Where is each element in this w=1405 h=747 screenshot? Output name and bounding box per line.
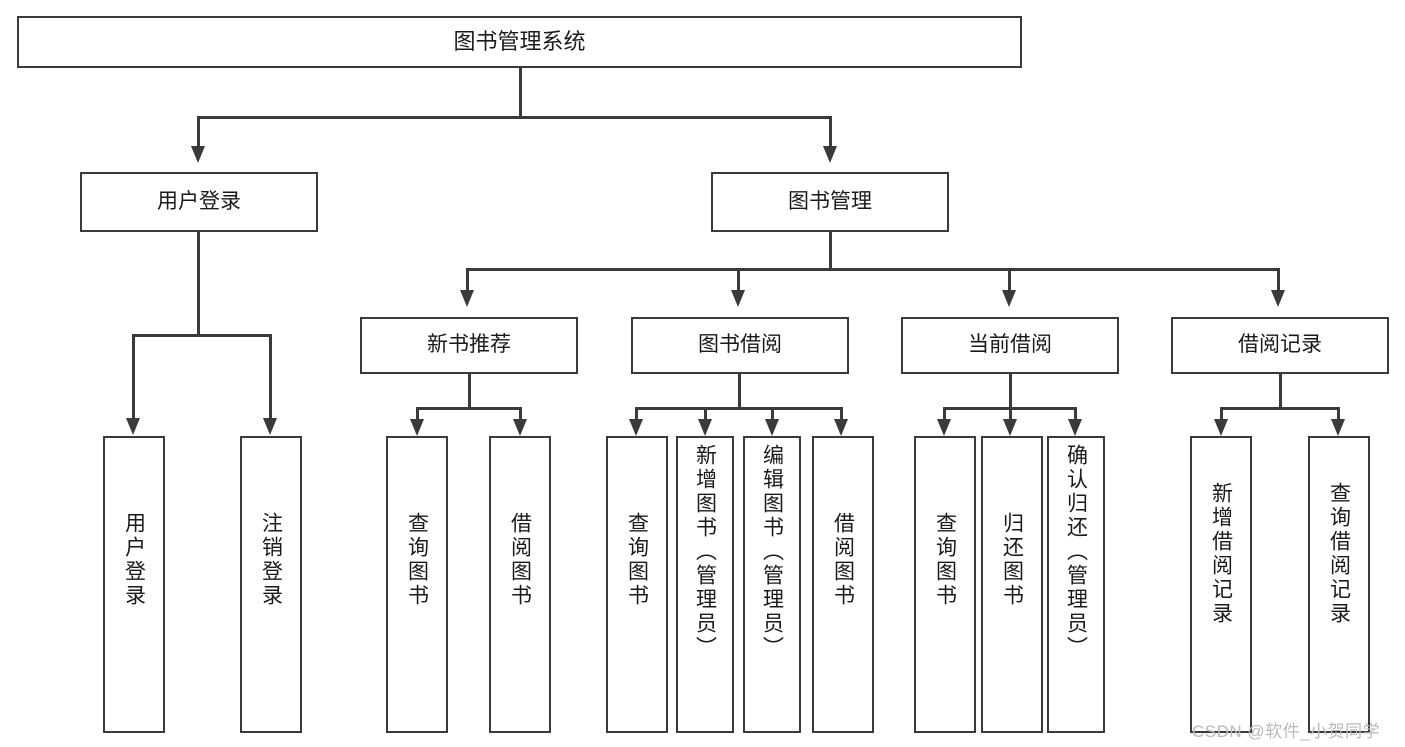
connector-current-borrow-trunk (1009, 374, 1012, 410)
connector-book-borrow-drop-1 (704, 407, 707, 419)
connector-current-borrow-drop-2 (1074, 407, 1077, 419)
node-user-login[interactable]: 用户登录 (80, 172, 318, 232)
node-label: 图书管理系统 (453, 29, 586, 55)
connector-level2-drop-1 (737, 268, 740, 290)
node-label: 编辑图书（管理员） (760, 444, 784, 660)
node-label: 归还图书 (1000, 512, 1024, 608)
node-book-borrow[interactable]: 图书借阅 (631, 317, 849, 374)
connector-borrow-record-drop-0 (1220, 407, 1223, 419)
connector-borrow-record-trunk (1279, 374, 1282, 410)
arrow-borrow-record-leaf-0 (1214, 419, 1228, 436)
arrow-to-user-login-leaf (126, 418, 140, 435)
connector-book-borrow-drop-0 (635, 407, 638, 419)
arrow-to-borrow-record (1271, 290, 1285, 307)
node-label: 查询图书 (625, 512, 649, 608)
node-label: 用户登录 (157, 189, 241, 213)
node-new-book-recommend[interactable]: 新书推荐 (360, 317, 578, 374)
arrow-book-borrow-leaf-0 (629, 419, 643, 436)
connector-user-login-trunk (197, 232, 200, 336)
arrow-to-current-borrow (1002, 290, 1016, 307)
leaf-confirm-return-admin[interactable]: 确认归还（管理员） (1047, 436, 1105, 733)
connector-new-book-drop-1 (519, 407, 522, 419)
leaf-query-book-current[interactable]: 查询图书 (914, 436, 976, 733)
leaf-query-book-new[interactable]: 查询图书 (386, 436, 448, 733)
leaf-query-borrow-record[interactable]: 查询借阅记录 (1308, 436, 1370, 733)
leaf-user-login[interactable]: 用户登录 (103, 436, 165, 733)
connector-borrow-record-drop-1 (1337, 407, 1340, 419)
connector-new-book-drop-0 (416, 407, 419, 419)
connector-level1-drop-0 (197, 116, 200, 146)
connector-book-borrow-drop-2 (771, 407, 774, 419)
connector-level2-bus (466, 268, 1280, 271)
leaf-borrow-book-new[interactable]: 借阅图书 (489, 436, 551, 733)
node-label: 查询图书 (933, 512, 957, 608)
node-label: 用户登录 (122, 512, 146, 608)
node-label: 图书管理 (788, 189, 872, 213)
leaf-add-book-admin[interactable]: 新增图书（管理员） (676, 436, 734, 733)
node-root-system[interactable]: 图书管理系统 (17, 16, 1022, 68)
connector-new-book-bus (416, 407, 522, 410)
arrow-to-new-book (460, 290, 474, 307)
arrow-to-book-manage (823, 146, 837, 163)
node-current-borrow[interactable]: 当前借阅 (901, 317, 1119, 374)
arrow-to-book-borrow (731, 290, 745, 307)
node-borrow-record[interactable]: 借阅记录 (1171, 317, 1389, 374)
connector-user-login-drop-1 (269, 334, 272, 418)
arrow-book-borrow-leaf-3 (834, 419, 848, 436)
connector-level2-drop-2 (1008, 268, 1011, 290)
connector-book-manage-trunk (829, 232, 832, 270)
leaf-borrow-book[interactable]: 借阅图书 (812, 436, 874, 733)
arrow-new-book-leaf-0 (410, 419, 424, 436)
node-label: 注销登录 (259, 512, 283, 608)
arrow-current-borrow-leaf-0 (937, 419, 951, 436)
connector-user-login-drop-0 (132, 334, 135, 418)
arrow-to-user-login (191, 146, 205, 163)
node-label: 新增借阅记录 (1209, 482, 1233, 626)
leaf-add-borrow-record[interactable]: 新增借阅记录 (1190, 436, 1252, 733)
node-label: 当前借阅 (968, 333, 1052, 357)
node-book-manage[interactable]: 图书管理 (711, 172, 949, 232)
connector-current-borrow-drop-0 (943, 407, 946, 419)
arrow-borrow-record-leaf-1 (1331, 419, 1345, 436)
node-label: 查询图书 (405, 512, 429, 608)
csdn-watermark: CSDN @软件_小贺同学 (1192, 722, 1381, 741)
connector-level2-drop-0 (466, 268, 469, 290)
node-label: 查询借阅记录 (1327, 482, 1351, 626)
leaf-return-book[interactable]: 归还图书 (981, 436, 1043, 733)
connector-level1-bus (197, 116, 831, 119)
node-label: 借阅记录 (1238, 333, 1322, 357)
arrow-current-borrow-leaf-1 (1003, 419, 1017, 436)
node-label: 确认归还（管理员） (1064, 444, 1088, 660)
node-label: 借阅图书 (508, 512, 532, 608)
node-label: 新书推荐 (427, 333, 511, 357)
connector-current-borrow-drop-1 (1009, 407, 1012, 419)
node-label: 新增图书（管理员） (693, 444, 717, 660)
leaf-logout[interactable]: 注销登录 (240, 436, 302, 733)
connector-root-trunk (519, 68, 522, 118)
connector-borrow-record-bus (1220, 407, 1340, 410)
connector-new-book-trunk (468, 374, 471, 410)
leaf-edit-book-admin[interactable]: 编辑图书（管理员） (743, 436, 801, 733)
connector-user-login-bus (132, 334, 272, 337)
leaf-query-book-borrow[interactable]: 查询图书 (606, 436, 668, 733)
connector-level1-drop-1 (829, 116, 832, 146)
arrow-to-logout-leaf (263, 418, 277, 435)
connector-book-borrow-trunk (738, 374, 741, 410)
connector-book-borrow-drop-3 (840, 407, 843, 419)
connector-level2-drop-3 (1277, 268, 1280, 290)
arrow-book-borrow-leaf-1 (698, 419, 712, 436)
arrow-current-borrow-leaf-2 (1068, 419, 1082, 436)
node-label: 借阅图书 (831, 512, 855, 608)
node-label: 图书借阅 (698, 333, 782, 357)
arrow-new-book-leaf-1 (513, 419, 527, 436)
connector-book-borrow-bus (635, 407, 843, 410)
arrow-book-borrow-leaf-2 (765, 419, 779, 436)
